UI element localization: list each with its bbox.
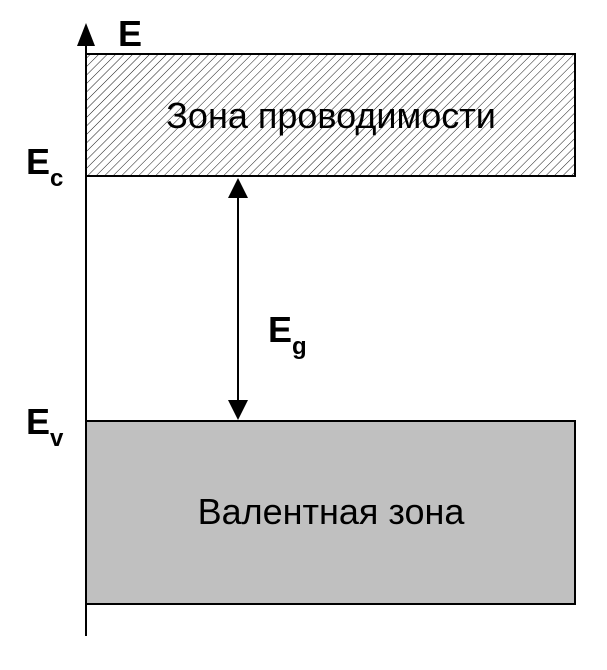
band-gap-label-main: E: [268, 309, 292, 350]
valence-edge-label-main: E: [26, 401, 50, 442]
conduction-edge-label-main: E: [26, 141, 50, 182]
conduction-band: [85, 53, 576, 177]
conduction-edge-label-sub: c: [50, 165, 63, 192]
conduction-edge-label: Ec: [26, 141, 63, 192]
valence-edge-label: Ev: [26, 401, 64, 452]
conduction-band-label: Зона проводимости: [166, 95, 496, 136]
valence-band-label: Валентная зона: [198, 491, 466, 532]
valence-edge-label-sub: v: [50, 425, 64, 452]
valence-band: [85, 420, 576, 605]
band-gap-arrowhead-bottom: [228, 400, 248, 420]
energy-axis-arrowhead: [77, 23, 95, 46]
band-gap-label: Eg: [268, 309, 307, 360]
band-gap-label-sub: g: [292, 333, 307, 360]
energy-axis-label: E: [118, 13, 142, 54]
band-gap-arrowhead-top: [228, 178, 248, 198]
